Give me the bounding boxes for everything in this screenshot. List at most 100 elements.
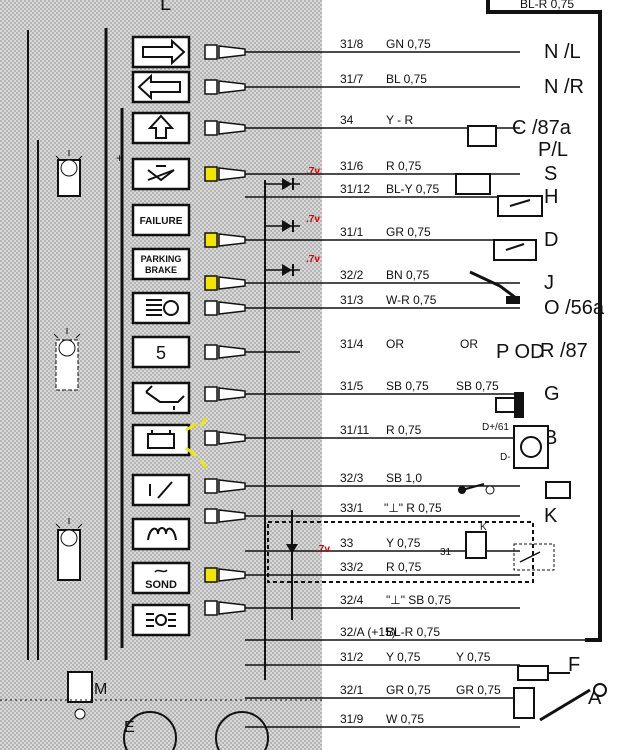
- battery-terminals-icon: [151, 430, 171, 434]
- indicator-frame: [131, 203, 191, 237]
- bulb-socket: [204, 508, 218, 524]
- bulb-socket: [204, 478, 218, 494]
- rear-fog-lamp-icon: [163, 300, 179, 316]
- connector-pin: [218, 301, 246, 315]
- ground-box: [267, 521, 534, 583]
- voltage-label: .7v: [306, 166, 320, 177]
- circuit-row: 32/4"⊥" SB 0,75: [204, 593, 520, 616]
- wire-color-label: R 0,75: [386, 159, 422, 173]
- wire-pin-label: 31/1: [340, 225, 364, 239]
- switch-32-3: [458, 481, 571, 499]
- diode: .7v: [265, 254, 320, 276]
- wire-pin-label: 33: [340, 536, 354, 550]
- destination-label: O /56a: [544, 297, 605, 319]
- bulb-socket: [204, 567, 218, 583]
- connector-pin: [218, 431, 246, 445]
- indicator-frame: [131, 473, 191, 507]
- lamp-failure-bulb-icon: [155, 614, 167, 626]
- wire-pin-label: 31/4: [340, 337, 364, 351]
- circuit-row: 32/A (+15)BL-R 0,75: [245, 625, 585, 641]
- diode: .7v: [265, 166, 320, 190]
- component-a: [513, 683, 607, 722]
- component-c: [467, 125, 497, 147]
- indicator-frame: [131, 247, 191, 281]
- destination-label: D: [544, 229, 558, 251]
- circuit-row: 31/9 W 0,75: [245, 712, 520, 728]
- destination-label: H: [544, 186, 558, 208]
- glow-ray: [185, 446, 197, 458]
- wire-color-label: BN 0,75: [386, 268, 430, 282]
- wire-pin-label: 31/11: [340, 423, 369, 437]
- terminal-label: K: [480, 522, 487, 533]
- connector-pin: [218, 233, 246, 247]
- bulb-socket: [204, 300, 218, 316]
- connector-pin: [218, 601, 246, 615]
- warning-lamp-bottom: [55, 518, 83, 581]
- wire-pin-label: 31/7: [340, 72, 364, 86]
- circuit-row: 31/7 BL 0,75 N /R: [204, 72, 584, 98]
- voltage-label: .7v: [316, 544, 330, 555]
- wire-pin-label: 33/2: [340, 560, 364, 574]
- glow-ray: [185, 422, 197, 432]
- component-h: [497, 195, 543, 217]
- connector-pin: [218, 80, 246, 94]
- component-s: [455, 173, 491, 195]
- wire-color-label: R 0,75: [386, 423, 422, 437]
- wire-color-label: BL 0,75: [386, 72, 427, 86]
- module-m-label: M: [94, 681, 107, 698]
- failure-indicator-text: FAILURE: [140, 216, 183, 227]
- destination-label: N /R: [544, 76, 584, 98]
- bulb-socket: [204, 386, 218, 402]
- bulb-socket: [204, 166, 218, 182]
- wire-color-label: BL-R 0,75: [386, 625, 440, 639]
- destination-label: J: [544, 272, 554, 294]
- wire-color-label: SB 0,75: [386, 379, 429, 393]
- wire-color-label: BL-Y 0,75: [386, 182, 439, 196]
- gauge-e-label: E: [124, 719, 135, 736]
- plus-sign: +: [116, 151, 123, 165]
- terminal-label: D+/61: [482, 422, 509, 433]
- rear-fog-icon: [146, 299, 162, 316]
- component-d: [493, 239, 537, 261]
- destination-label: C /87a: [512, 117, 572, 139]
- fifth-gear-indicator: 5: [156, 343, 166, 363]
- ground-tag: 31: [440, 547, 452, 558]
- component-j: [469, 270, 520, 304]
- wire-pin-label: 31/9: [340, 712, 364, 726]
- warning-lamp-middle: [53, 328, 81, 391]
- circuit-row: 31/1 GR 0,75 D: [204, 225, 558, 251]
- destination-label-2: R /87: [540, 340, 588, 362]
- connector-pin: [218, 568, 246, 582]
- wave-icon: [154, 569, 168, 573]
- component-f: [517, 665, 570, 681]
- wire-color-label: GR 0,75: [386, 225, 431, 239]
- bulb-socket: [204, 344, 218, 360]
- destination-label: P OD: [496, 341, 545, 363]
- destination-label: S: [544, 163, 557, 185]
- wire-pin-label: 32/A (+15): [340, 625, 396, 639]
- wire-pin-label: 31/8: [340, 37, 364, 51]
- temp-gauge: [215, 711, 269, 750]
- destination-label: N /L: [544, 41, 581, 63]
- wire-color-label: R 0,75: [386, 560, 422, 574]
- connector-pin: [218, 45, 246, 59]
- connector-pin: [218, 121, 246, 135]
- parking-brake-text: PARKING: [141, 254, 182, 264]
- wire-color-label-2: Y 0,75: [456, 650, 491, 664]
- indicator-frame: [131, 561, 191, 595]
- circuit-row: 33/2 R 0,75: [204, 560, 520, 583]
- voltage-label: .7v: [306, 214, 320, 225]
- indicator-frame: [131, 291, 191, 325]
- parking-brake-text: BRAKE: [145, 265, 177, 275]
- glow-plug-icon: [147, 527, 177, 541]
- lamp-failure-icon: [146, 613, 176, 627]
- wire-color-label: W 0,75: [386, 712, 424, 726]
